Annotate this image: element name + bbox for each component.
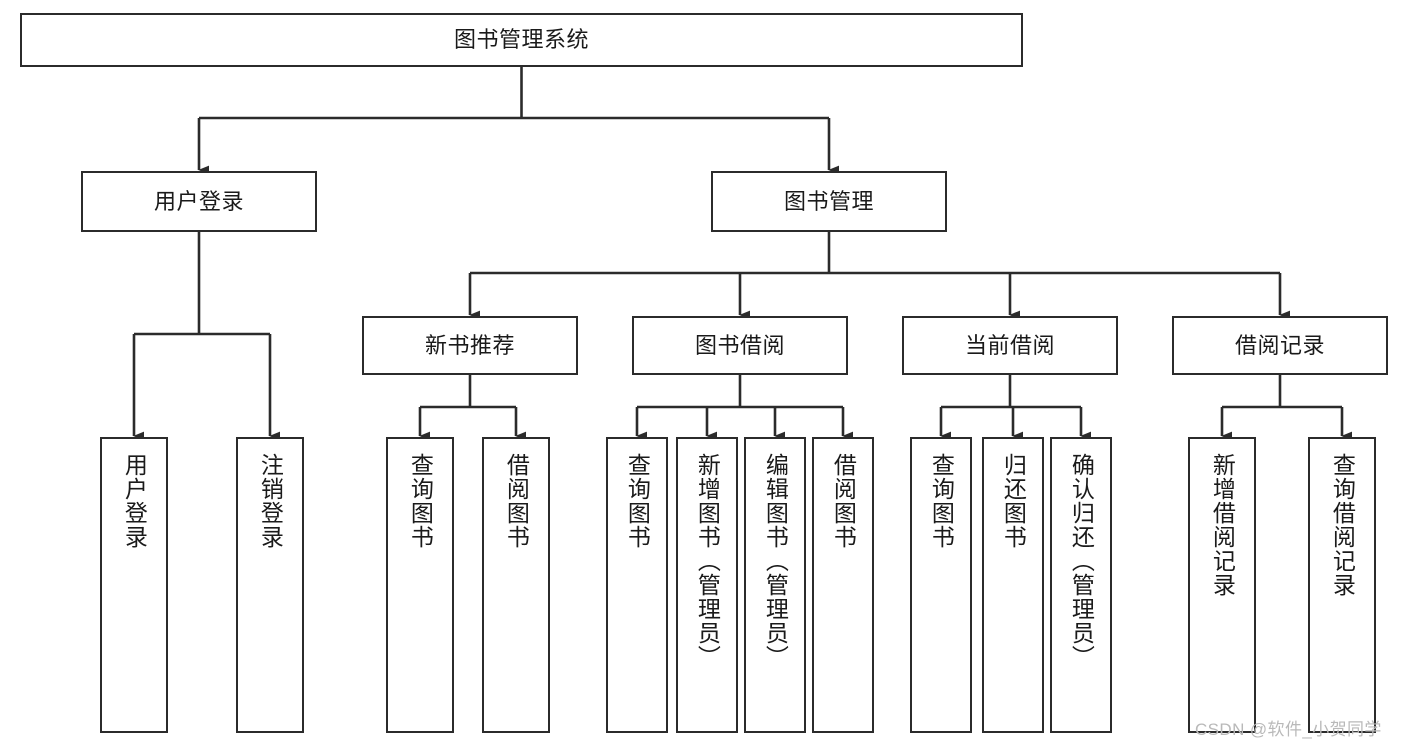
- node-label: 图书借阅: [694, 332, 785, 358]
- node-label: 图书管理: [783, 188, 874, 214]
- node-leaf-confirm-return[interactable]: 确认归还（管理员）: [1050, 437, 1112, 733]
- node-label: 图书管理系统: [453, 27, 589, 53]
- node-label: 新书推荐: [424, 332, 515, 358]
- node-book-manage[interactable]: 图书管理: [711, 171, 947, 232]
- node-leaf-return-book[interactable]: 归还图书: [982, 437, 1044, 733]
- node-label: 查询图书: [624, 453, 651, 549]
- node-label: 编辑图书（管理员）: [762, 453, 789, 669]
- node-label: 当前借阅: [964, 332, 1055, 358]
- node-leaf-query-record[interactable]: 查询借阅记录: [1308, 437, 1376, 733]
- node-label: 借阅记录: [1234, 332, 1325, 358]
- node-borrow-record[interactable]: 借阅记录: [1172, 316, 1388, 375]
- node-label: 新增图书（管理员）: [694, 453, 721, 669]
- node-book-borrow[interactable]: 图书借阅: [632, 316, 848, 375]
- node-label: 查询图书: [407, 453, 434, 549]
- node-label: 查询借阅记录: [1329, 453, 1356, 597]
- node-label: 归还图书: [1000, 453, 1027, 549]
- node-root[interactable]: 图书管理系统: [20, 13, 1023, 67]
- node-leaf-borrow-book-2[interactable]: 借阅图书: [812, 437, 874, 733]
- node-current-borrow[interactable]: 当前借阅: [902, 316, 1118, 375]
- node-label: 查询图书: [928, 453, 955, 549]
- node-leaf-query-book-2[interactable]: 查询图书: [606, 437, 668, 733]
- node-label: 用户登录: [121, 453, 148, 549]
- node-user-login[interactable]: 用户登录: [81, 171, 317, 232]
- node-leaf-query-book-1[interactable]: 查询图书: [386, 437, 454, 733]
- node-label: 确认归还（管理员）: [1068, 453, 1095, 669]
- node-leaf-edit-book[interactable]: 编辑图书（管理员）: [744, 437, 806, 733]
- node-label: 借阅图书: [503, 453, 530, 549]
- node-leaf-user-login[interactable]: 用户登录: [100, 437, 168, 733]
- node-new-book-rec[interactable]: 新书推荐: [362, 316, 578, 375]
- node-leaf-borrow-book-1[interactable]: 借阅图书: [482, 437, 550, 733]
- node-leaf-query-book-3[interactable]: 查询图书: [910, 437, 972, 733]
- node-label: 借阅图书: [830, 453, 857, 549]
- node-label: 注销登录: [257, 453, 284, 549]
- node-leaf-add-book[interactable]: 新增图书（管理员）: [676, 437, 738, 733]
- node-label: 新增借阅记录: [1209, 453, 1236, 597]
- node-leaf-add-record[interactable]: 新增借阅记录: [1188, 437, 1256, 733]
- node-label: 用户登录: [153, 188, 244, 214]
- node-leaf-user-logout[interactable]: 注销登录: [236, 437, 304, 733]
